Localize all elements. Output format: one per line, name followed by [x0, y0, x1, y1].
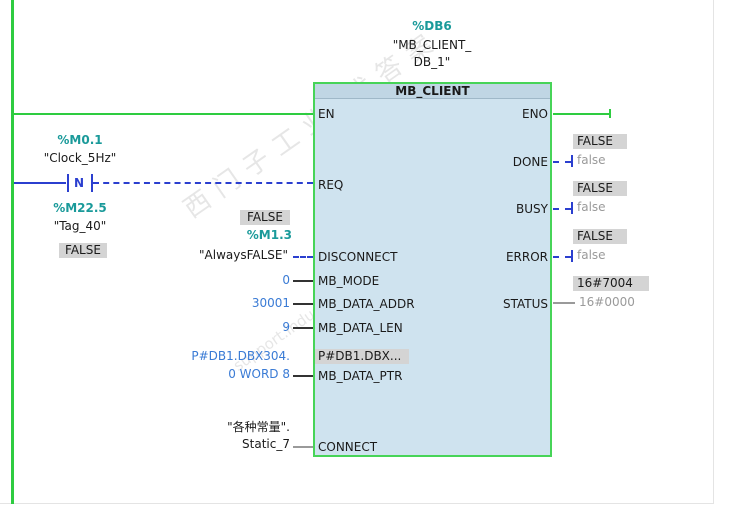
contact-left-bar [67, 174, 69, 192]
error-value: false [577, 248, 606, 262]
mb-data-addr-value[interactable]: 30001 [251, 296, 290, 310]
status-value: 16#0000 [579, 295, 635, 309]
pin-mb-data-addr: MB_DATA_ADDR [318, 297, 415, 311]
pin-status: STATUS [502, 297, 548, 311]
instance-db-name-line1[interactable]: "MB_CLIENT_ [392, 38, 472, 52]
edge-memory-address[interactable]: %M22.5 [53, 201, 107, 215]
mb-data-ptr-wire [293, 375, 313, 377]
disconnect-monitor-value: FALSE [240, 210, 290, 225]
error-wire [553, 256, 571, 258]
eno-wire [553, 113, 611, 115]
busy-monitor-value: FALSE [573, 181, 627, 196]
connect-wire [293, 446, 313, 448]
mb-mode-value[interactable]: 0 [282, 273, 290, 287]
instance-db-name-line2[interactable]: DB_1" [413, 55, 451, 69]
network-canvas [0, 0, 714, 504]
mb-mode-wire [293, 280, 313, 282]
edge-memory-value: FALSE [59, 243, 107, 258]
mb-data-ptr-inner-value: P#DB1.DBX... [315, 349, 409, 364]
block-title: MB_CLIENT [315, 84, 550, 99]
contact-address[interactable]: %M0.1 [57, 133, 103, 147]
disconnect-tag-name[interactable]: "AlwaysFALSE" [199, 248, 288, 262]
busy-value: false [577, 200, 606, 214]
mb-client-block[interactable] [313, 82, 552, 457]
power-rail [11, 0, 14, 504]
pin-disconnect: DISCONNECT [318, 250, 398, 264]
pin-req: REQ [318, 178, 344, 192]
pin-eno: ENO [521, 107, 548, 121]
busy-wire [553, 208, 571, 210]
mb-data-addr-wire [293, 303, 313, 305]
status-wire [553, 302, 575, 304]
mb-data-ptr-value-line2[interactable]: 0 WORD 8 [228, 367, 290, 381]
error-monitor-value: FALSE [573, 229, 627, 244]
en-wire [14, 113, 313, 115]
pin-mb-data-len: MB_DATA_LEN [318, 321, 403, 335]
connect-tag-line2[interactable]: Static_7 [242, 437, 290, 451]
disconnect-wire [293, 256, 313, 258]
pin-en: EN [318, 107, 335, 121]
done-wire [553, 161, 571, 163]
negative-edge-contact[interactable]: N [74, 176, 85, 190]
busy-wire-end [571, 202, 573, 214]
error-wire-end [571, 250, 573, 262]
mb-data-len-wire [293, 327, 313, 329]
eno-wire-end [609, 109, 611, 118]
mb-data-len-value[interactable]: 9 [282, 320, 290, 334]
req-wire [93, 182, 313, 184]
disconnect-address[interactable]: %M1.3 [246, 228, 292, 242]
contact-tag-name[interactable]: "Clock_5Hz" [43, 151, 117, 165]
instance-db-address[interactable]: %DB6 [412, 19, 452, 33]
connect-tag-line1[interactable]: "各种常量". [227, 420, 290, 434]
done-value: false [577, 153, 606, 167]
pin-done: DONE [512, 155, 548, 169]
pin-mb-data-ptr: MB_DATA_PTR [318, 369, 403, 383]
mb-data-ptr-value-line1[interactable]: P#DB1.DBX304. [191, 349, 290, 363]
status-monitor-value: 16#7004 [573, 276, 649, 291]
contact-right-bar [91, 174, 93, 192]
pin-connect: CONNECT [318, 440, 378, 454]
done-wire-end [571, 155, 573, 167]
contact-left-wire [14, 182, 66, 184]
pin-mb-mode: MB_MODE [318, 274, 380, 288]
pin-error: ERROR [505, 250, 548, 264]
done-monitor-value: FALSE [573, 134, 627, 149]
edge-memory-name[interactable]: "Tag_40" [53, 219, 107, 233]
pin-busy: BUSY [516, 202, 548, 216]
